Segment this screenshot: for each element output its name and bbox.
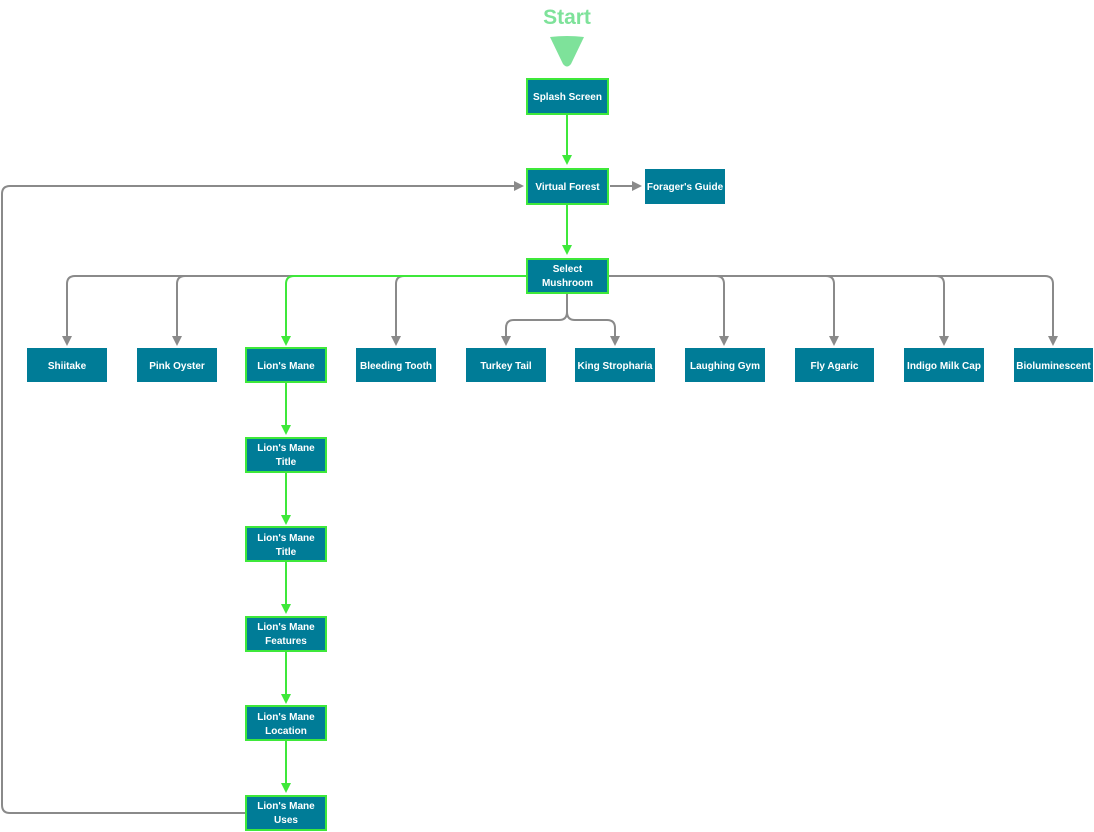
node-foragers-guide[interactable]: Forager's Guide bbox=[645, 169, 725, 204]
node-label: Virtual Forest bbox=[535, 182, 600, 193]
node-bioluminescent[interactable]: Bioluminescent bbox=[1014, 348, 1093, 382]
node-label: King Stropharia bbox=[577, 361, 652, 372]
node-label: Forager's Guide bbox=[647, 182, 724, 193]
start-label: Start bbox=[543, 6, 591, 29]
connector-to-laughing-gym bbox=[715, 275, 729, 346]
connector-to-fly-agaric bbox=[825, 275, 839, 346]
node-pink-oyster[interactable]: Pink Oyster bbox=[137, 348, 217, 382]
start-triangle-icon bbox=[550, 36, 584, 67]
node-label: Indigo Milk Cap bbox=[907, 361, 981, 372]
gray-connectors bbox=[1, 181, 1058, 814]
connector-to-bleeding-tooth bbox=[396, 275, 404, 343]
node-label: Lion's Mane bbox=[257, 361, 315, 372]
green-connectors bbox=[281, 115, 572, 793]
connector-to-shiitake bbox=[62, 275, 527, 346]
node-lions-mane-uses[interactable]: Lion's Mane Uses bbox=[245, 795, 327, 831]
node-label-line-2: Location bbox=[265, 726, 307, 737]
connector-to-pink-oyster bbox=[177, 275, 185, 343]
node-label-line-1: Select bbox=[553, 264, 583, 275]
node-label: Bleeding Tooth bbox=[360, 361, 432, 372]
node-label-line-1: Lion's Mane bbox=[257, 443, 315, 454]
node-king-stropharia[interactable]: King Stropharia bbox=[575, 348, 655, 382]
connector-uses-to-forest bbox=[1, 181, 524, 814]
node-lions-mane-location[interactable]: Lion's Mane Location bbox=[245, 705, 327, 741]
node-label: Fly Agaric bbox=[811, 361, 859, 372]
node-label-line-1: Lion's Mane bbox=[257, 712, 315, 723]
node-shiitake[interactable]: Shiitake bbox=[27, 348, 107, 382]
node-label: Laughing Gym bbox=[690, 361, 760, 372]
node-laughing-gym[interactable]: Laughing Gym bbox=[685, 348, 765, 382]
node-label-line-1: Lion's Mane bbox=[257, 622, 315, 633]
node-virtual-forest[interactable]: Virtual Forest bbox=[526, 168, 609, 205]
node-lions-mane[interactable]: Lion's Mane bbox=[245, 347, 327, 383]
node-label: Shiitake bbox=[48, 361, 87, 372]
node-label-line-1: Lion's Mane bbox=[257, 533, 315, 544]
node-label-line-1: Lion's Mane bbox=[257, 801, 315, 812]
connector-split-left bbox=[505, 293, 568, 329]
node-label-line-2: Features bbox=[265, 636, 307, 647]
node-label-line-2: Mushroom bbox=[542, 278, 593, 289]
node-bleeding-tooth[interactable]: Bleeding Tooth bbox=[356, 348, 436, 382]
node-lions-mane-features[interactable]: Lion's Mane Features bbox=[245, 616, 327, 652]
node-label: Pink Oyster bbox=[149, 361, 205, 372]
node-label: Turkey Tail bbox=[480, 361, 532, 372]
node-select-mushroom[interactable]: Select Mushroom bbox=[526, 258, 609, 294]
node-fly-agaric[interactable]: Fly Agaric bbox=[795, 348, 874, 382]
node-label-line-2: Title bbox=[276, 457, 297, 468]
node-splash-screen[interactable]: Splash Screen bbox=[526, 78, 609, 115]
node-lions-mane-title-1[interactable]: Lion's Mane Title bbox=[245, 437, 327, 473]
node-label-line-2: Title bbox=[276, 547, 297, 558]
node-label-line-2: Uses bbox=[274, 815, 298, 826]
connector-select-to-lions-mane bbox=[281, 275, 527, 346]
connector-to-bioluminescent bbox=[609, 275, 1058, 346]
connector-to-indigo-milk-cap bbox=[935, 275, 949, 346]
node-turkey-tail[interactable]: Turkey Tail bbox=[466, 348, 546, 382]
node-lions-mane-title-2[interactable]: Lion's Mane Title bbox=[245, 526, 327, 562]
node-label: Splash Screen bbox=[533, 92, 602, 103]
node-indigo-milk-cap[interactable]: Indigo Milk Cap bbox=[904, 348, 984, 382]
node-label: Bioluminescent bbox=[1016, 361, 1091, 372]
connector-split-right bbox=[566, 311, 616, 329]
